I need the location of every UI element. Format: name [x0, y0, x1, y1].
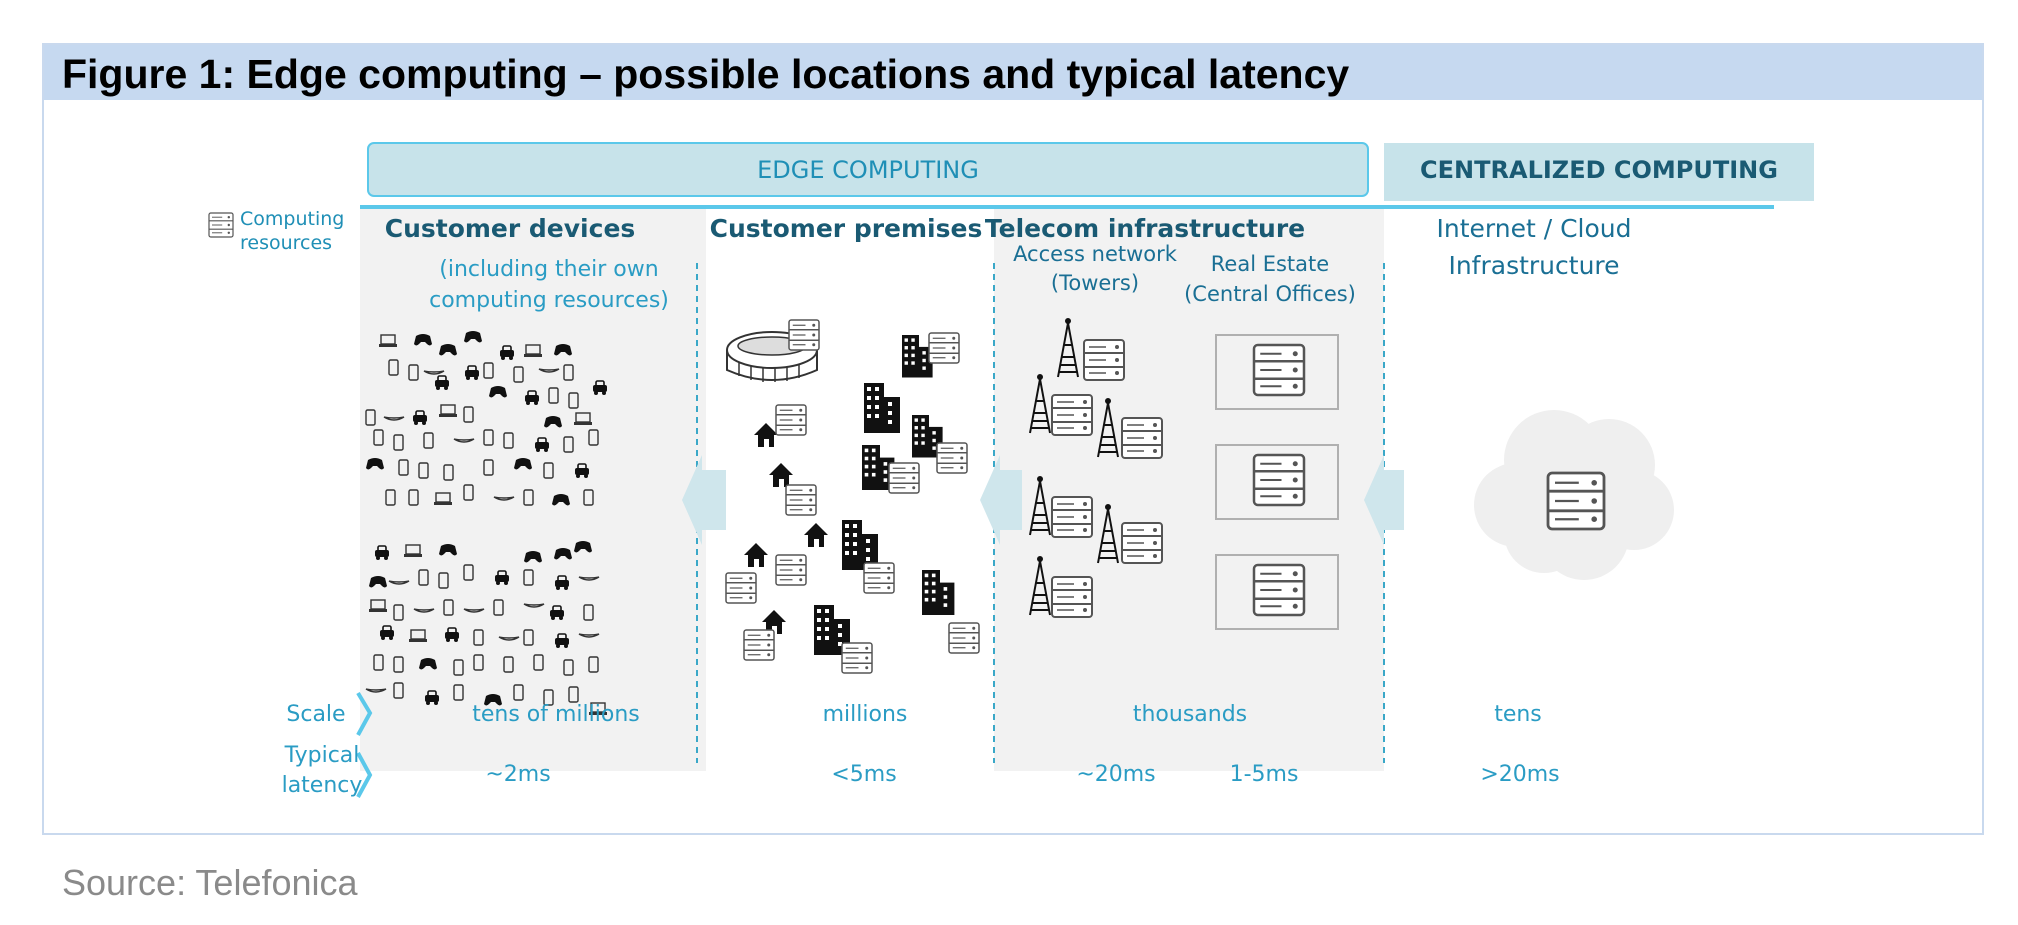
server-icon — [1051, 496, 1093, 538]
central-offices — [1215, 334, 1339, 630]
scale-premises: millions — [823, 702, 908, 727]
server-icon — [785, 484, 817, 516]
arrow-to-devices — [682, 455, 726, 545]
server-icon — [1051, 576, 1093, 618]
banner-centralized-computing — [1384, 143, 1814, 201]
banner-centralized-label: CENTRALIZED COMPUTING — [1420, 156, 1778, 184]
server-icon — [1252, 563, 1306, 617]
house-icon — [769, 463, 793, 487]
server-icon — [1121, 522, 1163, 564]
figure-source: Source: Telefonica — [62, 862, 358, 903]
access-network-1: Access network — [1013, 242, 1178, 266]
house-icon — [754, 423, 778, 447]
chevron-right-icon — [356, 691, 373, 736]
title-telecom: Telecom infrastructure — [985, 214, 1305, 243]
title-customer-premises: Customer premises — [710, 214, 983, 243]
server-icon — [1051, 394, 1093, 436]
customer-premises-icons — [725, 319, 980, 674]
scale-telecom: thousands — [1133, 702, 1247, 727]
scale-devices: tens of millions — [472, 702, 640, 727]
scale-cloud: tens — [1494, 702, 1542, 727]
cloud-icon — [1474, 410, 1674, 580]
server-icon — [775, 404, 807, 436]
server-icon — [208, 212, 234, 238]
figure-frame: Figure 1: Edge computing – possible loca… — [42, 43, 1984, 835]
row-label-scale: Scale — [286, 702, 345, 727]
server-icon — [888, 462, 920, 494]
building-icon — [922, 570, 955, 615]
access-network-2: (Towers) — [1051, 271, 1139, 295]
server-icon — [841, 642, 873, 674]
chevron-right-icon — [356, 752, 373, 798]
server-icon — [928, 332, 960, 364]
real-estate-2: (Central Offices) — [1184, 282, 1356, 306]
server-icon — [1252, 343, 1306, 397]
edge-computing-diagram: EDGE COMPUTING CENTRALIZED COMPUTING Com… — [208, 142, 1814, 798]
banner-edge-label: EDGE COMPUTING — [757, 156, 979, 184]
latency-premises: <5ms — [831, 762, 896, 787]
legend-line-2: resources — [240, 232, 332, 254]
building-icon — [902, 335, 933, 378]
server-icon — [1546, 471, 1606, 531]
server-icon — [863, 562, 895, 594]
latency-cloud: >20ms — [1480, 762, 1559, 787]
subtitle-customer-devices-2: computing resources) — [429, 288, 669, 313]
title-cloud-1: Internet / Cloud — [1437, 214, 1632, 243]
panel-customer-devices — [360, 205, 706, 771]
server-icon — [743, 629, 775, 661]
house-icon — [744, 543, 768, 567]
latency-real-estate: 1-5ms — [1230, 762, 1299, 787]
row-label-latency-2: latency — [282, 773, 363, 798]
server-icon — [948, 622, 980, 654]
real-estate-1: Real Estate — [1211, 252, 1329, 276]
title-customer-devices: Customer devices — [385, 214, 636, 243]
figure-title: Figure 1: Edge computing – possible loca… — [62, 51, 1350, 97]
banner-edge-computing — [367, 142, 1369, 197]
legend-line-1: Computing — [240, 208, 344, 230]
arrow-to-telecom — [1364, 455, 1404, 545]
server-icon — [725, 572, 757, 604]
subtitle-customer-devices-1: (including their own — [439, 257, 658, 282]
latency-devices: ~2ms — [485, 762, 550, 787]
arrow-to-premises — [980, 455, 1022, 545]
latency-access: ~20ms — [1076, 762, 1155, 787]
server-icon — [1083, 339, 1125, 381]
server-icon — [788, 319, 820, 351]
row-label-latency-1: Typical — [284, 743, 360, 768]
server-icon — [936, 442, 968, 474]
building-icon — [864, 383, 900, 433]
title-cloud-2: Infrastructure — [1448, 251, 1619, 280]
figure-title-bar: Figure 1: Edge computing – possible loca… — [44, 45, 1982, 100]
server-icon — [1252, 453, 1306, 507]
house-icon — [804, 523, 828, 547]
server-icon — [1121, 417, 1163, 459]
server-icon — [775, 554, 807, 586]
